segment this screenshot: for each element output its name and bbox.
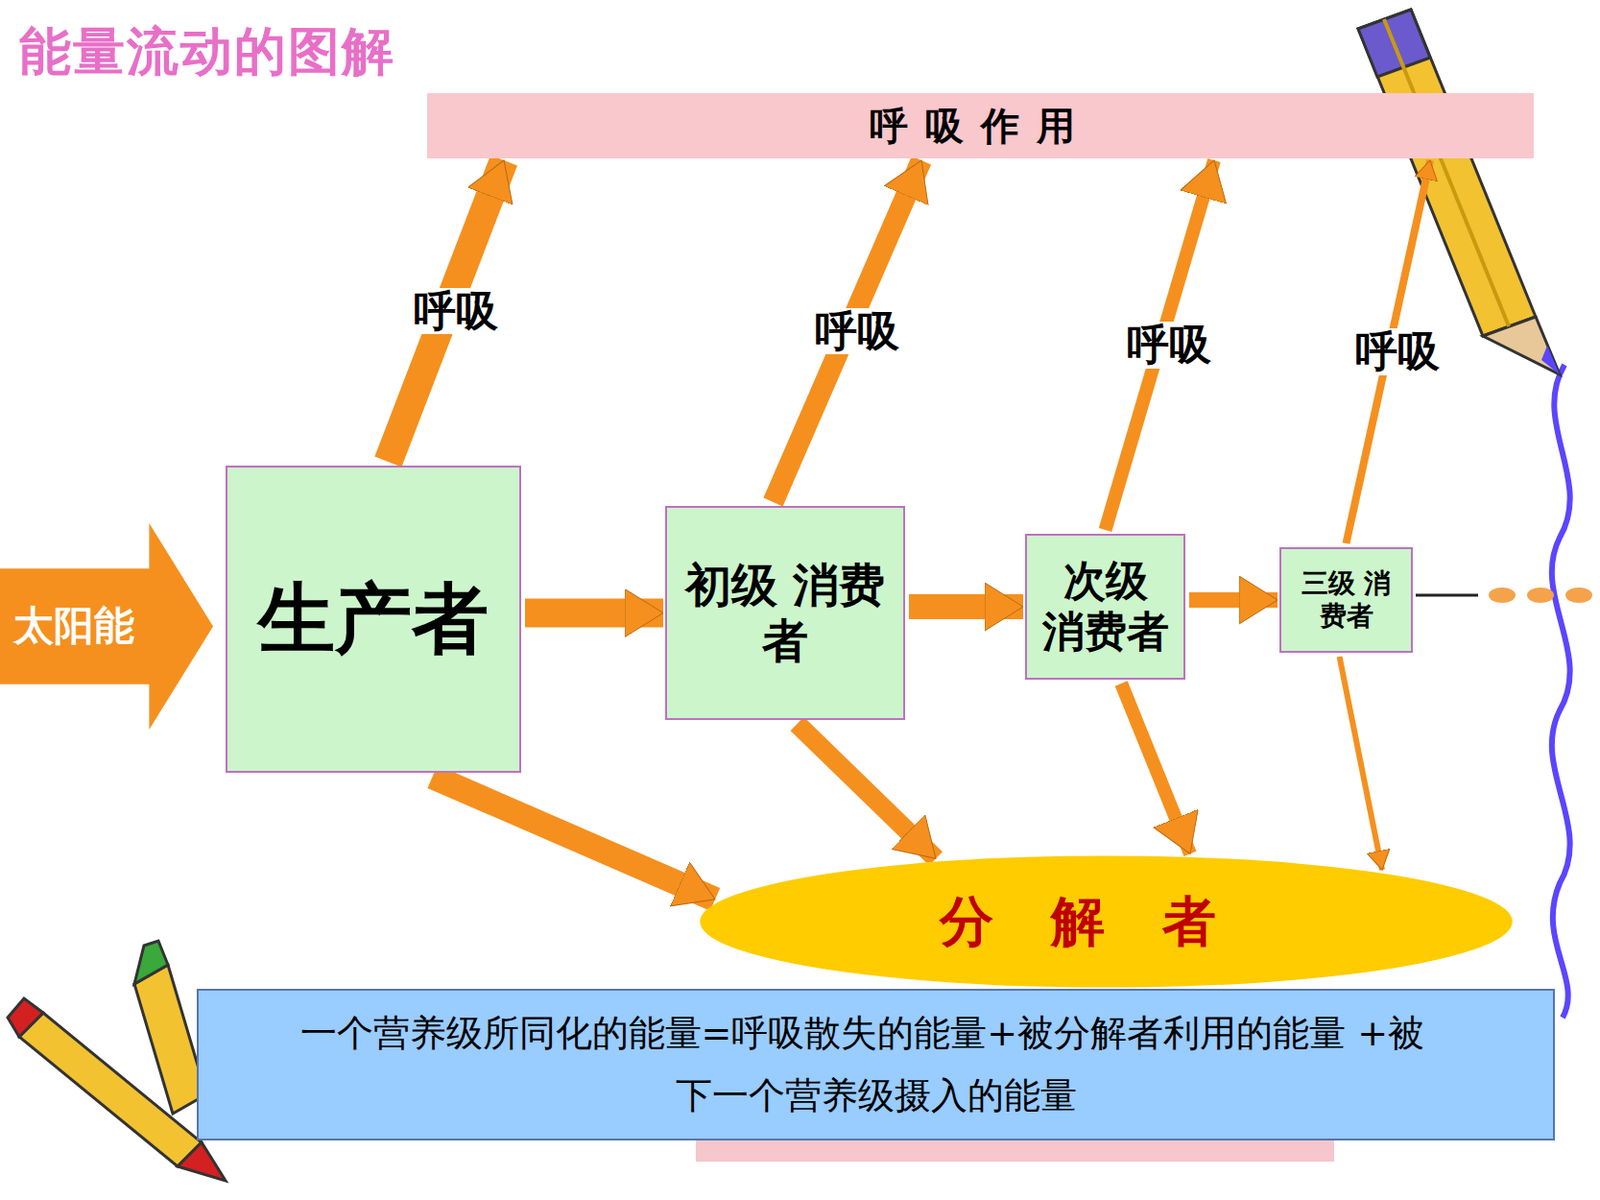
consumer-box: 三级 消费者 (1279, 547, 1413, 653)
energy-arrow (432, 776, 716, 900)
producer-box: 生产者 (225, 465, 522, 773)
decomposer-ellipse: 分解者 (695, 854, 1517, 989)
edge-label: 呼吸 (1352, 328, 1443, 375)
pencil-icon (1358, 9, 1560, 375)
energy-arrow (1121, 683, 1191, 854)
continuation-dots (1488, 587, 1593, 603)
energy-arrow (387, 160, 504, 462)
crayon-icon (7, 940, 226, 1181)
energy-arrow (797, 723, 937, 859)
node-text: 分解者 (939, 888, 1274, 954)
energy-arrow (525, 598, 664, 628)
edge-label: 呼吸 (811, 308, 903, 355)
formula-box: 一个营养级所同化的能量=呼吸散失的能量+被分解者利用的能量 +被下一个营养级摄入… (196, 988, 1555, 1141)
energy-arrow (908, 594, 1024, 620)
diagram-title: 能量流动的图解 (19, 17, 396, 88)
node-text: 次级 消费者 (1034, 555, 1176, 658)
energy-arrow (1189, 592, 1278, 608)
sunlight-arrow: 太阳能 (0, 523, 214, 730)
continuation-line (1415, 594, 1479, 598)
node-text: 呼吸作用 (869, 102, 1093, 149)
energy-arrow (1105, 160, 1216, 530)
node-text: 太阳能 (13, 601, 135, 650)
wavy-line (1552, 364, 1571, 1018)
respiration-band: 呼吸作用 (427, 93, 1534, 159)
edge-label: 呼吸 (410, 287, 502, 335)
node-text: 一个营养级所同化的能量=呼吸散失的能量+被分解者利用的能量 +被下一个营养级摄入… (300, 1002, 1453, 1126)
consumer-box: 次级 消费者 (1025, 533, 1186, 680)
consumer-box: 初级 消费者 (665, 505, 906, 720)
energy-arrow (773, 160, 923, 502)
energy-arrow (1339, 656, 1383, 870)
node-text: 初级 消费者 (674, 557, 896, 669)
edge-label: 呼吸 (1123, 321, 1215, 368)
node-text: 生产者 (258, 573, 489, 666)
node-text: 三级 消费者 (1289, 567, 1404, 632)
